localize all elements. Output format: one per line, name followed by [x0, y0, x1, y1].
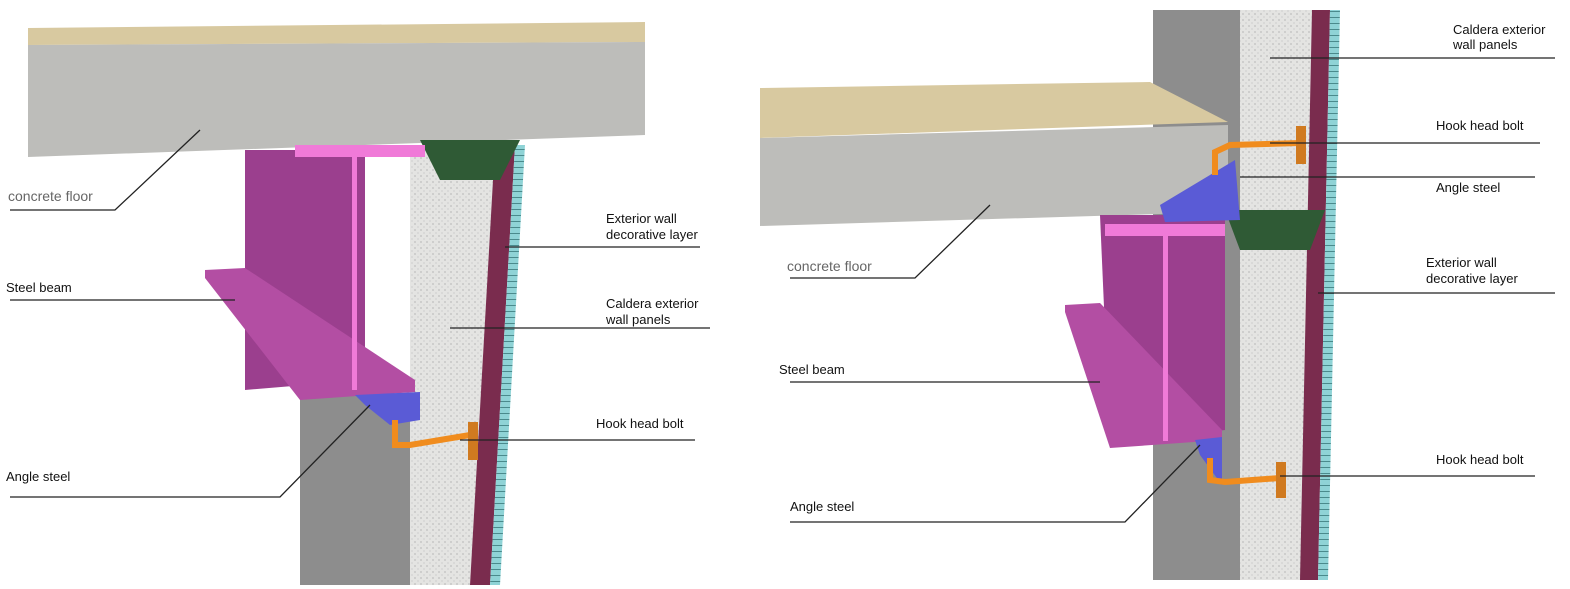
cyan-facing	[490, 145, 525, 585]
cyan-facing	[1318, 10, 1340, 580]
top-flange	[295, 145, 425, 157]
concrete-column	[300, 395, 410, 585]
label-angle-steel: Angle steel	[6, 469, 70, 484]
concrete-slab	[28, 42, 645, 157]
concrete-slab	[760, 125, 1228, 226]
label-wall-panels-1: Caldera exterior	[606, 296, 699, 311]
hook-head-bolt-top	[1212, 140, 1301, 175]
wood-floor-top	[760, 82, 1228, 138]
hook-head-bolt	[392, 420, 471, 448]
label-wall-panels-2: wall panels	[605, 312, 671, 327]
label-hook-head-bolt: Hook head bolt	[596, 416, 684, 431]
bolt-plate	[468, 422, 478, 460]
label-wall-panels-2: wall panels	[1452, 37, 1518, 52]
label-steel-beam: Steel beam	[779, 362, 845, 377]
left-detail: concrete floor Steel beam Angle steel Ex…	[6, 22, 710, 585]
top-flange	[1105, 224, 1225, 236]
bolt-plate-top	[1296, 126, 1306, 164]
label-decorative-layer-1: Exterior wall	[606, 211, 677, 226]
hook-head-bolt-bottom	[1207, 458, 1281, 486]
leader-concrete-floor	[10, 129, 201, 211]
leader-angle-steel	[10, 404, 371, 498]
label-wall-panels-1: Caldera exterior	[1453, 22, 1546, 37]
beam-web-line	[1163, 236, 1168, 441]
wall-panel	[410, 150, 495, 585]
right-detail: Caldera exterior wall panels Hook head b…	[760, 10, 1555, 580]
label-hook-head-bolt-top: Hook head bolt	[1436, 118, 1524, 133]
bottom-flange	[1065, 303, 1222, 448]
angle-steel	[355, 392, 420, 425]
label-angle-steel-bottom: Angle steel	[790, 499, 854, 514]
decorative-layer	[470, 145, 515, 585]
leader-concrete-floor	[790, 204, 991, 279]
bracket	[420, 140, 520, 180]
label-angle-steel-top: Angle steel	[1436, 180, 1500, 195]
leader-angle-steel-bottom	[790, 444, 1201, 523]
label-concrete-floor: concrete floor	[787, 258, 872, 274]
bracket	[1225, 210, 1325, 250]
label-decorative-layer-2: decorative layer	[606, 227, 698, 242]
bolt-plate-bottom	[1276, 462, 1286, 498]
beam-web-line	[352, 150, 357, 390]
angle-steel-top	[1160, 160, 1240, 222]
decorative-layer	[1300, 10, 1330, 580]
bottom-flange	[205, 268, 415, 400]
label-steel-beam: Steel beam	[6, 280, 72, 295]
label-decorative-layer-2: decorative layer	[1426, 271, 1518, 286]
label-concrete-floor: concrete floor	[8, 188, 93, 204]
label-decorative-layer-1: Exterior wall	[1426, 255, 1497, 270]
label-hook-head-bolt-bottom: Hook head bolt	[1436, 452, 1524, 467]
wood-floor-top	[28, 22, 645, 45]
